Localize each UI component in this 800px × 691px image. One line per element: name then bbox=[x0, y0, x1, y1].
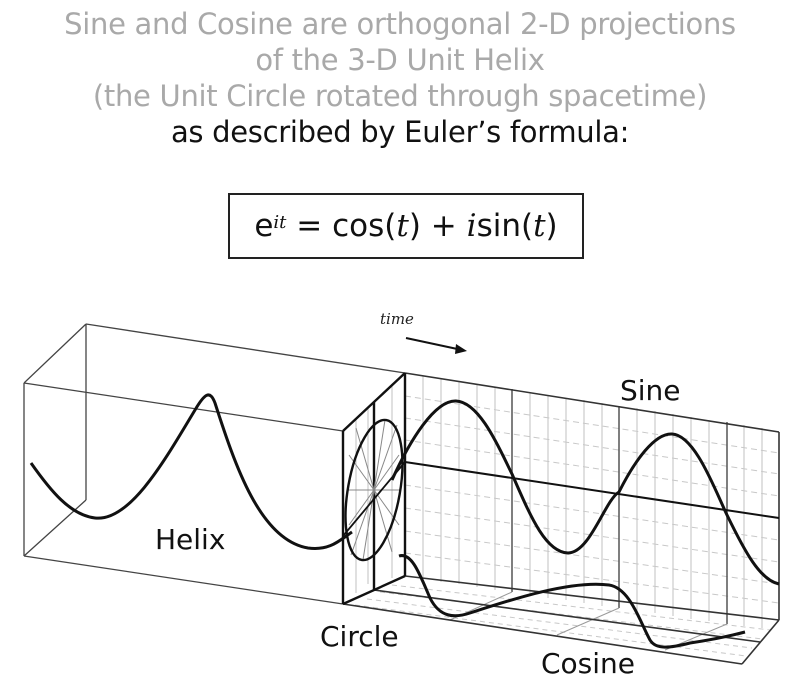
time-arrow-icon bbox=[405, 337, 467, 354]
formula-t1: t bbox=[396, 208, 409, 244]
time-label: time bbox=[380, 310, 414, 328]
cosine-label: Cosine bbox=[541, 647, 635, 680]
cosine-curve bbox=[398, 554, 746, 649]
sine-axis bbox=[404, 461, 780, 519]
sine-label: Sine bbox=[620, 374, 681, 407]
unit-circle bbox=[344, 418, 404, 562]
formula-close1: ) bbox=[408, 208, 421, 244]
sine-panel-frame bbox=[404, 372, 780, 620]
helix-label: Helix bbox=[155, 523, 225, 556]
formula-cos: cos( bbox=[332, 208, 397, 244]
formula-exponent: it bbox=[273, 211, 287, 233]
title-line-1: Sine and Cosine are orthogonal 2-D proje… bbox=[64, 7, 736, 41]
title-line-3: (the Unit Circle rotated through spaceti… bbox=[92, 79, 708, 113]
formula-equals: = bbox=[286, 208, 333, 244]
formula-sin: sin( bbox=[476, 208, 534, 244]
formula-plus: + bbox=[420, 208, 467, 244]
cosine-floor-frame bbox=[342, 575, 780, 665]
title-line-4: as described by Euler’s formula: bbox=[170, 115, 630, 149]
helix-box bbox=[23, 323, 406, 605]
formula-base: e bbox=[254, 208, 274, 244]
formula-t2: t bbox=[533, 208, 546, 244]
formula-close2: ) bbox=[545, 208, 558, 244]
sine-panel-grid-dashed bbox=[404, 395, 780, 604]
title-block: Sine and Cosine are orthogonal 2-D proje… bbox=[0, 6, 800, 150]
sine-curve bbox=[390, 399, 780, 586]
circle-panel-grid bbox=[355, 385, 393, 593]
helix-curve bbox=[29, 393, 353, 550]
sine-panel-major-lines bbox=[511, 389, 728, 624]
circle-label: Circle bbox=[320, 620, 399, 653]
sine-panel-grid bbox=[422, 376, 763, 628]
title-line-2: of the 3-D Unit Helix bbox=[255, 43, 545, 77]
circle-panel-frame bbox=[341, 372, 407, 606]
formula-i: i bbox=[466, 208, 477, 244]
